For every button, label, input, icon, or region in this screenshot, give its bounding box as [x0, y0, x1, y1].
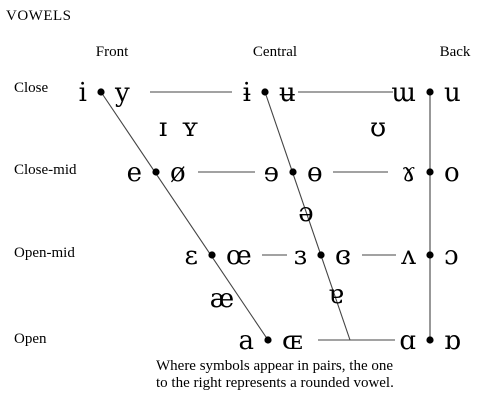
vowel-dot-open-mid-central	[317, 251, 325, 259]
row-label-close-mid: Close-mid	[14, 162, 77, 178]
vowel-dot-close-mid-central	[289, 168, 297, 176]
vowel-symbol-rounded: ø	[170, 158, 186, 188]
vowel-symbol-unrounded: ɜ	[294, 241, 307, 271]
vowel-dot-close-mid-back	[426, 168, 434, 176]
front-edge-line	[100, 91, 269, 341]
vowel-symbol-rounded: œ	[226, 241, 252, 271]
vowel-symbol-free: ʊ	[370, 113, 386, 143]
vowel-dot-close-front	[97, 88, 105, 96]
vowel-symbol-unrounded: ɛ	[185, 241, 198, 271]
vowel-symbol-unrounded: a	[238, 326, 254, 356]
vowel-dot-close-central	[261, 88, 269, 96]
vowel-symbol-rounded: y	[114, 78, 130, 108]
vowel-symbol-rounded: o	[444, 158, 460, 188]
vowel-dot-open-back	[426, 336, 434, 344]
vowel-symbol-free: ə	[298, 198, 313, 228]
caption-line-2: to the right represents a rounded vowel.	[156, 375, 394, 391]
chart-title: VOWELS	[6, 8, 72, 24]
vowel-symbol-rounded: ɒ	[444, 326, 461, 356]
vowel-symbol-unrounded: ɯ	[391, 78, 416, 108]
central-line	[264, 91, 351, 341]
vowel-symbol-unrounded: e	[127, 158, 142, 188]
caption-line-1: Where symbols appear in pairs, the one	[156, 358, 394, 374]
vowel-symbol-free: ʏ	[181, 113, 198, 143]
vowel-dot-close-back	[426, 88, 434, 96]
vowel-symbol-unrounded: ɨ	[243, 78, 251, 108]
vowel-symbol-free: ɪ	[159, 113, 167, 143]
column-label-back: Back	[439, 44, 471, 60]
vowel-symbol-unrounded: ɤ	[401, 158, 416, 188]
vowel-symbol-rounded: ɔ	[444, 241, 459, 271]
vowel-dot-open-mid-front	[208, 251, 216, 259]
vowel-symbol-free: æ	[210, 284, 234, 314]
vowel-dot-close-mid-front	[152, 168, 160, 176]
vowel-symbol-rounded: ɶ	[282, 326, 303, 356]
vowel-symbol-unrounded: ɑ	[399, 326, 416, 356]
vowel-symbol-unrounded: i	[79, 78, 87, 108]
row-label-close: Close	[14, 80, 49, 96]
row-label-open: Open	[14, 331, 47, 347]
vowel-symbol-rounded: ɵ	[307, 158, 323, 188]
vowel-dot-open-front	[264, 336, 272, 344]
vowel-symbol-unrounded: ʌ	[400, 241, 416, 271]
column-label-front: Front	[95, 44, 129, 60]
column-label-central: Central	[252, 44, 298, 60]
vowel-symbol-rounded: ɞ	[335, 241, 351, 271]
vowel-dot-open-mid-back	[426, 251, 434, 259]
vowel-symbol-unrounded: ɘ	[264, 158, 279, 188]
vowel-symbol-free: ɐ	[328, 280, 344, 310]
vowel-symbol-rounded: u	[444, 78, 461, 108]
vowel-symbol-rounded: ʉ	[279, 78, 296, 108]
row-label-open-mid: Open-mid	[14, 245, 75, 261]
